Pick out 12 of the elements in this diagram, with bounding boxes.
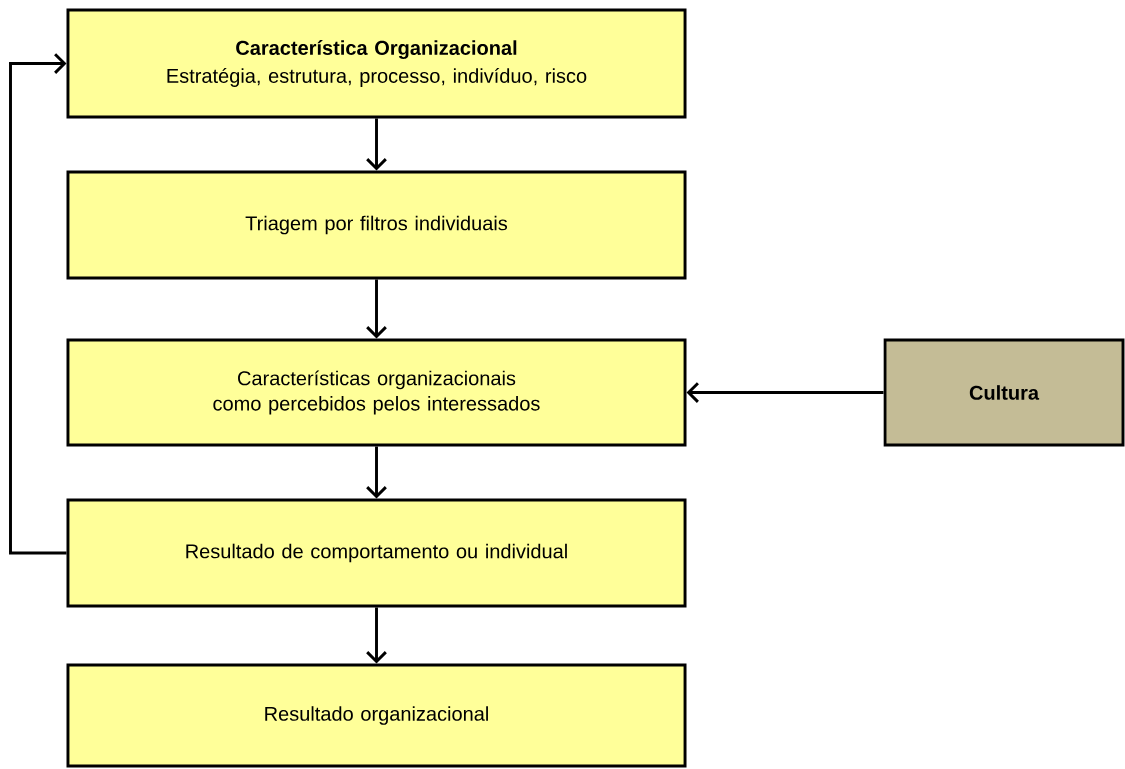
culture-box: Cultura: [883, 338, 1125, 447]
process-box: Característica Organizacional Estratégia, estrutura, processo, indivíduo, risco: [66, 8, 687, 119]
process-box: Resultado organizacional: [66, 663, 687, 768]
process-box: Triagem por filtros individuais: [66, 170, 687, 280]
arrow: [366, 607, 387, 664]
arrow: [686, 382, 884, 403]
process-box: Resultado de comportamento ou individual: [66, 498, 687, 608]
arrow: [366, 279, 387, 339]
arrow: [366, 118, 387, 171]
arrow: [366, 446, 387, 499]
process-box: Características organizacionais como percebidos pelos interessados: [66, 338, 687, 447]
arrow: [9, 53, 67, 555]
